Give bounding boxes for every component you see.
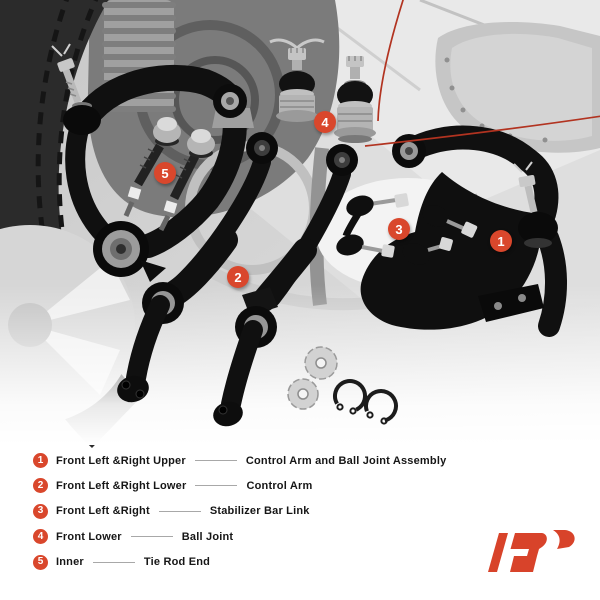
marker-number: 5 [161, 165, 169, 181]
ball-joint-images [269, 38, 376, 143]
washer-images [287, 346, 338, 410]
legend-part-label: Ball Joint [181, 530, 234, 543]
legend-item: 1 Front Left &Right Upper Control Arm an… [33, 453, 583, 468]
legend-part-label: Stabilizer Bar Link [209, 505, 310, 518]
upper-control-arm-right-image [360, 125, 567, 337]
legend-position-label: Front Left &Right [56, 505, 150, 518]
leader-line [194, 460, 237, 461]
legend-marker-4: 4 [33, 529, 48, 545]
brand-logo-ap-icon [488, 530, 575, 572]
part-marker-2: 2 [227, 266, 249, 288]
legend-marker-5: 5 [33, 554, 48, 570]
tie-rod-end-images [123, 117, 215, 232]
legend-marker-3: 3 [33, 503, 48, 519]
legend-item: 4 Front Lower Ball Joint [33, 529, 583, 545]
legend-part-label: Tie Rod End [143, 556, 211, 569]
lower-control-arm-images [117, 132, 358, 427]
marker-number: 4 [321, 114, 329, 130]
part-marker-4: 4 [314, 111, 336, 133]
ball-joint-stud [51, 43, 101, 135]
legend-position-label: Front Left &Right Upper [56, 454, 186, 467]
legend-position-label: Front Left &Right Lower [56, 479, 187, 492]
legend-part-label: Control Arm [246, 479, 313, 492]
marker-number: 3 [395, 221, 403, 237]
upper-control-arm-left-image [51, 43, 254, 282]
marker-number: 2 [234, 269, 242, 285]
parts-legend: 1 Front Left &Right Upper Control Arm an… [33, 453, 583, 580]
marker-number: 1 [497, 233, 505, 249]
snap-ring-images [333, 379, 398, 425]
leader-line [130, 536, 173, 538]
part-marker-5: 5 [154, 162, 176, 184]
leader-line [195, 485, 238, 487]
legend-marker-2: 2 [33, 478, 48, 494]
legend-item: 2 Front Left &Right Lower Control Arm [33, 478, 583, 494]
legend-part-label: Control Arm and Ball Joint Assembly [245, 454, 447, 467]
ball-joint-stud [513, 161, 558, 248]
legend-marker-1: 1 [33, 453, 48, 468]
part-marker-1: 1 [490, 230, 512, 252]
legend-position-label: Inner [56, 556, 84, 569]
stabilizer-bar-link-images [336, 193, 478, 265]
legend-position-label: Front Lower [56, 530, 122, 543]
legend-item: 3 Front Left &Right Stabilizer Bar Link [33, 503, 583, 519]
callout-arc [364, 0, 600, 147]
part-marker-3: 3 [388, 218, 410, 240]
leader-line [158, 510, 201, 512]
leader-line [92, 561, 135, 563]
legend-item: 5 Inner Tie Rod End [33, 554, 583, 570]
